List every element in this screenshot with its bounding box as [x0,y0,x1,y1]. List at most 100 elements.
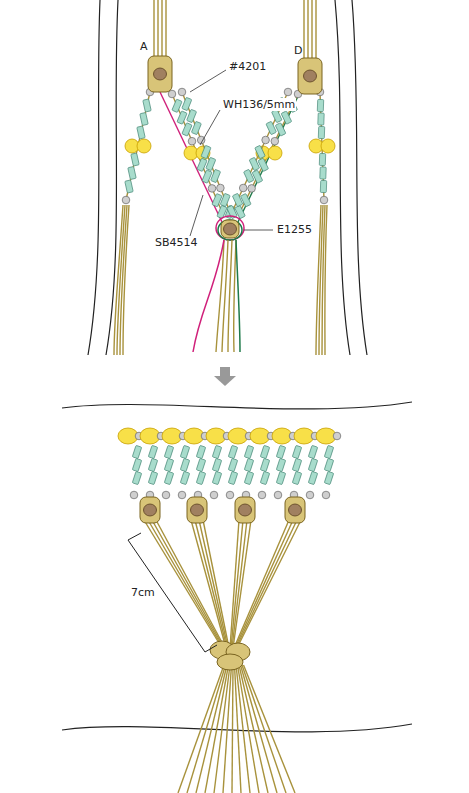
cord [236,240,240,352]
tube-bead [244,169,255,182]
tube-bead [182,123,192,136]
tube-bead [244,458,253,471]
tube-bead [318,113,324,125]
tube-bead [324,458,333,471]
cord [244,665,296,793]
cord [238,92,300,222]
tube-bead [148,458,157,471]
tube-bead [132,458,141,471]
tube-bead [244,471,253,484]
cord [165,0,166,64]
cord [241,665,278,793]
cord [172,94,222,212]
wood-bead [239,504,252,516]
part-label: D [293,44,303,57]
cord [160,92,222,222]
cord [303,0,304,64]
tube-bead [320,180,326,192]
tube-bead [249,157,260,170]
tube-bead [228,445,237,458]
seed-bead [210,491,218,499]
tube-bead [255,145,266,158]
cord [157,0,158,64]
tube-bead [244,445,253,458]
cord [235,520,293,648]
tube-bead [132,445,141,458]
seed-bead [274,491,282,499]
tube-bead [180,458,189,471]
seed-bead [122,196,130,204]
tube-bead [292,458,301,471]
tube-bead [318,126,324,138]
cord [242,665,286,793]
seed-bead [248,185,256,193]
bracelet-outline [62,0,412,732]
cord [195,520,227,648]
seed-bead [208,185,216,193]
tube-bead [252,170,263,183]
tube-bead [191,121,201,134]
cord [234,240,236,352]
cord [156,520,225,648]
tube-bead [148,471,157,484]
part-label: SB4514 [154,236,199,249]
tube-bead [232,193,243,206]
tube-bead [197,158,207,171]
tube-bead [172,99,182,112]
cord [123,205,129,355]
knot [148,56,172,92]
cord [223,665,232,793]
tube-bead [212,471,221,484]
tube-bead [164,471,173,484]
tube-bead [182,97,192,110]
tube-bead [308,471,317,484]
seed-bead [258,491,266,499]
seed-bead [333,432,341,440]
tube-bead [260,445,269,458]
tube-bead [212,445,221,458]
part-label: 7cm [130,586,156,599]
tube-bead [196,471,205,484]
seed-bead [271,137,279,145]
cord [191,520,226,648]
knot [285,497,305,523]
tube-bead [212,458,221,471]
tube-bead [211,169,221,182]
seed-bead [322,491,330,499]
tube-bead [128,166,136,179]
tube-bead [180,445,189,458]
seed-bead [320,196,328,204]
round-bead [137,139,151,153]
seed-bead [239,184,247,192]
down-arrow [214,367,236,386]
tube-bead [143,99,151,112]
tube-bead [292,445,301,458]
cord [232,665,233,793]
tube-bead [177,111,187,124]
tube-bead [276,458,285,471]
tube-bead [228,471,237,484]
tube-bead [201,145,211,158]
tube-bead [202,170,212,183]
cord [187,665,226,793]
tube-bead [324,445,333,458]
bead-work [114,0,341,793]
tube-bead [220,193,230,206]
tube-bead [196,458,205,471]
seed-bead [162,491,170,499]
cord [222,240,228,352]
tube-bead [148,445,157,458]
tube-bead [324,471,333,484]
wood-bead [224,223,237,235]
cord [240,94,298,212]
wood-bead [144,504,157,516]
tube-bead [308,445,317,458]
tube-bead [275,123,286,136]
knot-loop [216,216,244,240]
tube-bead [132,471,141,484]
cord [236,520,297,648]
tube-bead [317,99,323,111]
tube-bead [187,109,197,122]
